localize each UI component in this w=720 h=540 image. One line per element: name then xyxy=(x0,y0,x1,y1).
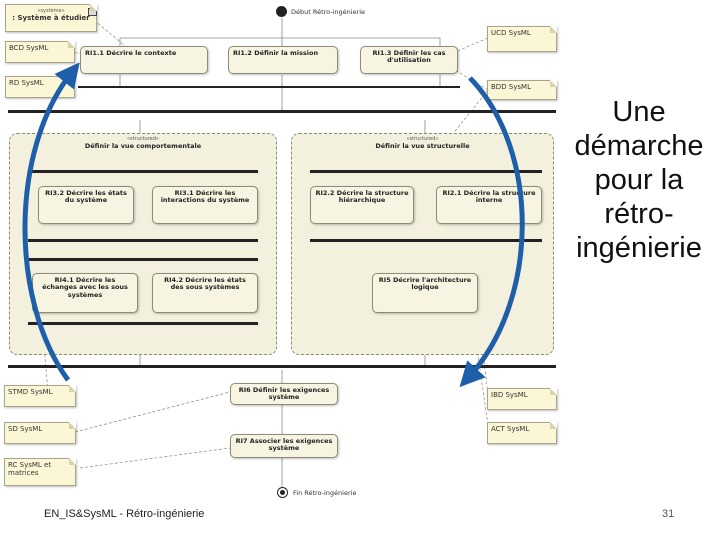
activity-ri6: RI6 Définir les exigences système xyxy=(230,383,338,405)
system-note-stereotype: «système» xyxy=(37,8,65,14)
region-structure-stereotype: «structured» xyxy=(406,136,439,142)
diagram: Début Rétro-ingénierie «système» : Systè… xyxy=(4,4,557,498)
structure-join-bar xyxy=(310,239,542,242)
activity-ri3-2: RI3.2 Décrire les états du système xyxy=(38,186,134,224)
activity-ri4-1: RI4.1 Décrire les échanges avec les sous… xyxy=(32,273,138,313)
behavior-join-bar xyxy=(28,322,258,325)
end-label: Fin Rétro-ingénierie xyxy=(293,489,357,497)
behavior-mid-bar xyxy=(28,239,258,242)
note-stmd-sysml: STMD SysML xyxy=(4,385,76,407)
join-bar-regions xyxy=(8,365,556,368)
fork-bar-top xyxy=(78,86,460,88)
right-loop-arrow xyxy=(459,76,525,388)
note-bcd-sysml: BCD SysML xyxy=(5,41,75,63)
region-behavior-stereotype: «structured» xyxy=(127,136,159,142)
activity-ri4-2: RI4.2 Décrire les états des sous système… xyxy=(152,273,258,313)
page-number: 31 xyxy=(662,508,675,520)
activity-ri1-3: RI1.3 Définir les cas d'utilisation xyxy=(360,46,458,74)
system-note: «système» : Système à étudier xyxy=(5,4,97,32)
note-ibd-sysml: IBD SysML xyxy=(487,388,557,410)
slide-title-line-2: démarche xyxy=(574,129,704,162)
slide-title-line-1: Une xyxy=(612,96,666,128)
start-node xyxy=(276,6,287,17)
region-structure-title: Définir la vue structurelle xyxy=(375,142,470,150)
structure-fork-bar xyxy=(310,170,542,173)
region-behavior-title: Définir la vue comportementale xyxy=(84,142,202,150)
note-rc-sysml: RC SysML et matrices xyxy=(4,458,76,486)
activity-ri7: RI7 Associer les exigences système xyxy=(230,434,338,458)
footer-text: EN_IS&SysML - Rétro-ingénierie xyxy=(44,508,205,520)
note-bdd-sysml: BDD SysML xyxy=(487,80,557,100)
note-act-sysml: ACT SysML xyxy=(487,422,557,444)
end-node xyxy=(277,487,288,498)
activity-ri1-2: RI1.2 Définir la mission xyxy=(228,46,338,74)
system-note-label: : Système à étudier xyxy=(12,14,90,22)
slide-title-line-5: ingénierie xyxy=(576,231,702,264)
activity-ri5: RI5 Décrire l'architecture logique xyxy=(372,273,478,313)
activity-ri1-1: RI1.1 Décrire le contexte xyxy=(80,46,208,74)
slide-title-line-4: rétro- xyxy=(604,197,674,230)
activity-ri2-2: RI2.2 Décrire la structure hiérarchique xyxy=(310,186,414,224)
activity-ri3-1: RI3.1 Décrire les interactions du systèm… xyxy=(152,186,258,224)
behavior-mid-bar-2 xyxy=(28,258,258,261)
note-sd-sysml: SD SysML xyxy=(4,422,76,444)
behavior-fork-bar xyxy=(28,170,258,173)
slide-title: Une démarche pour la rétro- ingénierie xyxy=(558,96,720,266)
slide-title-line-3: pour la xyxy=(594,163,684,196)
note-ucd-sysml: UCD SysML xyxy=(487,26,557,52)
start-label: Début Rétro-ingénierie xyxy=(291,8,366,16)
end-node-core xyxy=(279,489,285,495)
fork-bar-regions xyxy=(8,110,556,113)
left-loop-arrow xyxy=(22,62,80,382)
